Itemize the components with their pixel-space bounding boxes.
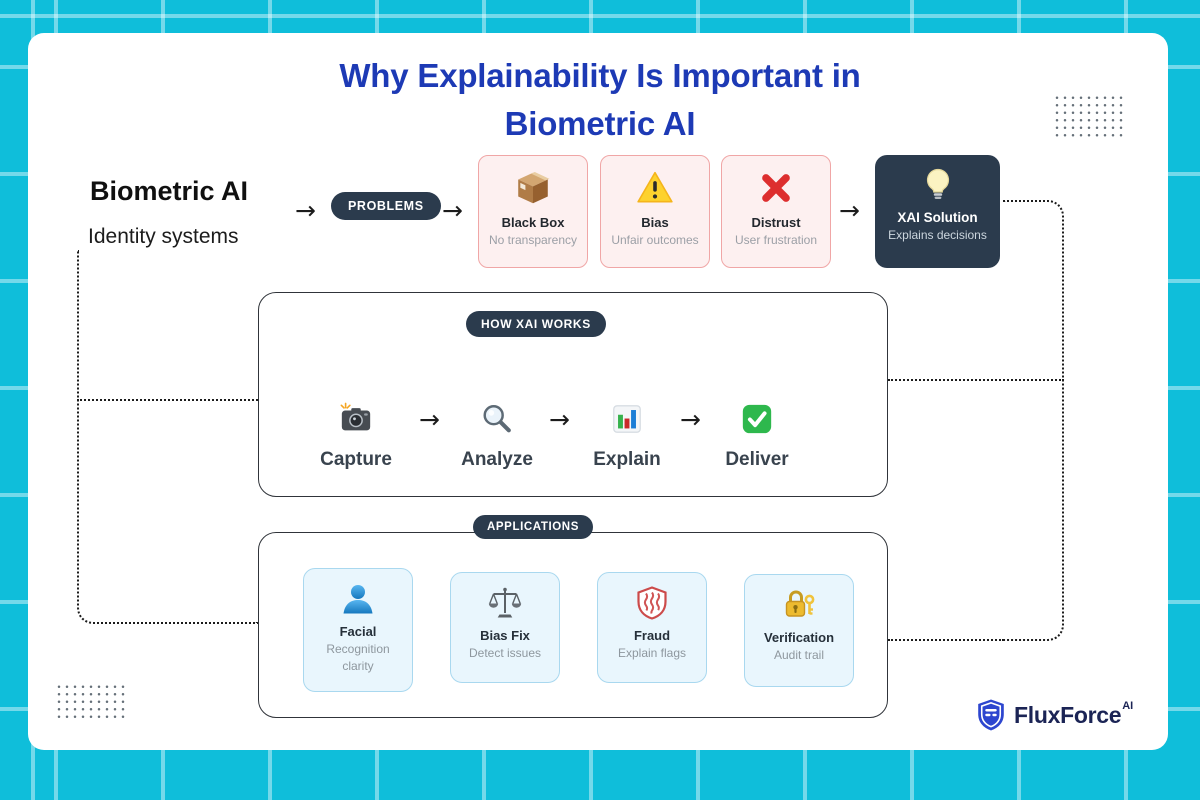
page-title-line-2: Biometric AI	[504, 105, 696, 142]
connector-right-branch	[888, 379, 1064, 381]
arrow-icon: →	[419, 405, 440, 434]
connector-right	[1003, 200, 1064, 641]
arrow-icon: →	[680, 405, 701, 434]
arrow-icon: →	[549, 405, 570, 434]
shield-icon	[634, 585, 670, 621]
page-title-line-1: Why Explainability Is Important in	[339, 57, 861, 94]
problem-card-subtitle: User frustration	[734, 233, 818, 247]
problem-card-distrust: Distrust User frustration	[721, 155, 831, 268]
problem-card-black-box: Black Box No transparency	[478, 155, 588, 268]
biometric-ai-heading: Biometric AI	[90, 176, 249, 206]
application-card-subtitle: Explain flags	[617, 646, 687, 660]
application-card-subtitle: Detect issues	[468, 646, 542, 660]
application-card-facial: Facial Recognition clarity	[303, 568, 413, 692]
bulb-icon	[920, 167, 956, 203]
step-label: Analyze	[461, 449, 533, 470]
package-icon	[514, 169, 552, 207]
application-card-title: Facial	[339, 624, 377, 639]
connector-left-branch	[77, 399, 258, 401]
step-label: Deliver	[725, 449, 789, 470]
fluxforce-shield-icon	[976, 698, 1006, 732]
problem-card-subtitle: Unfair outcomes	[611, 233, 699, 247]
step-capture: Capture	[291, 402, 421, 471]
xai-solution-card: XAI Solution Explains decisions	[875, 155, 1000, 268]
arrow-icon: →	[442, 196, 463, 225]
step-analyze: Analyze	[432, 402, 562, 471]
step-label: Capture	[320, 449, 392, 470]
problem-card-title: Black Box	[501, 215, 565, 230]
problems-badge: PROBLEMS	[331, 192, 441, 220]
brand-suffix: AI	[1122, 700, 1134, 712]
application-card-verification: Verification Audit trail	[744, 574, 854, 687]
camera-icon	[339, 402, 373, 436]
xai-solution-title: XAI Solution	[897, 210, 978, 225]
scale-icon	[487, 585, 523, 621]
warning-icon	[636, 169, 674, 207]
lock-icon	[781, 587, 817, 623]
decorative-dots-bottom-left	[55, 683, 125, 723]
problem-card-title: Bias	[641, 215, 669, 230]
application-card-subtitle: Recognition clarity	[326, 642, 390, 674]
application-card-title: Verification	[763, 630, 835, 645]
cross-icon	[757, 169, 795, 207]
problem-card-subtitle: No transparency	[488, 233, 578, 247]
connector-right-bottom	[888, 639, 1004, 641]
connector-left	[77, 250, 258, 624]
xai-solution-subtitle: Explains decisions	[888, 228, 987, 242]
person-icon	[340, 581, 376, 617]
application-card-title: Bias Fix	[480, 628, 530, 643]
how-xai-works-badge: HOW XAI WORKS	[466, 311, 606, 337]
step-explain: Explain	[562, 402, 692, 471]
arrow-icon: →	[839, 196, 860, 225]
application-card-subtitle: Audit trail	[773, 648, 825, 662]
brand-name: FluxForce	[1014, 702, 1122, 728]
step-deliver: Deliver	[692, 402, 822, 471]
applications-badge: APPLICATIONS	[473, 515, 593, 539]
decorative-dots-top-right	[1053, 94, 1127, 138]
step-label: Explain	[593, 449, 661, 470]
check-icon	[740, 402, 774, 436]
application-card-title: Fraud	[633, 628, 671, 643]
arrow-icon: →	[295, 196, 316, 225]
magnifier-icon	[480, 402, 514, 436]
page-title: Why Explainability Is Important in Biome…	[0, 52, 1200, 148]
problem-card-title: Distrust	[751, 215, 801, 230]
chart-icon	[610, 402, 644, 436]
problem-card-bias: Bias Unfair outcomes	[600, 155, 710, 268]
identity-systems-label: Identity systems	[88, 225, 239, 248]
application-card-fraud: Fraud Explain flags	[597, 572, 707, 683]
brand-logo: FluxForce AI	[976, 698, 1133, 732]
application-card-bias-fix: Bias Fix Detect issues	[450, 572, 560, 683]
